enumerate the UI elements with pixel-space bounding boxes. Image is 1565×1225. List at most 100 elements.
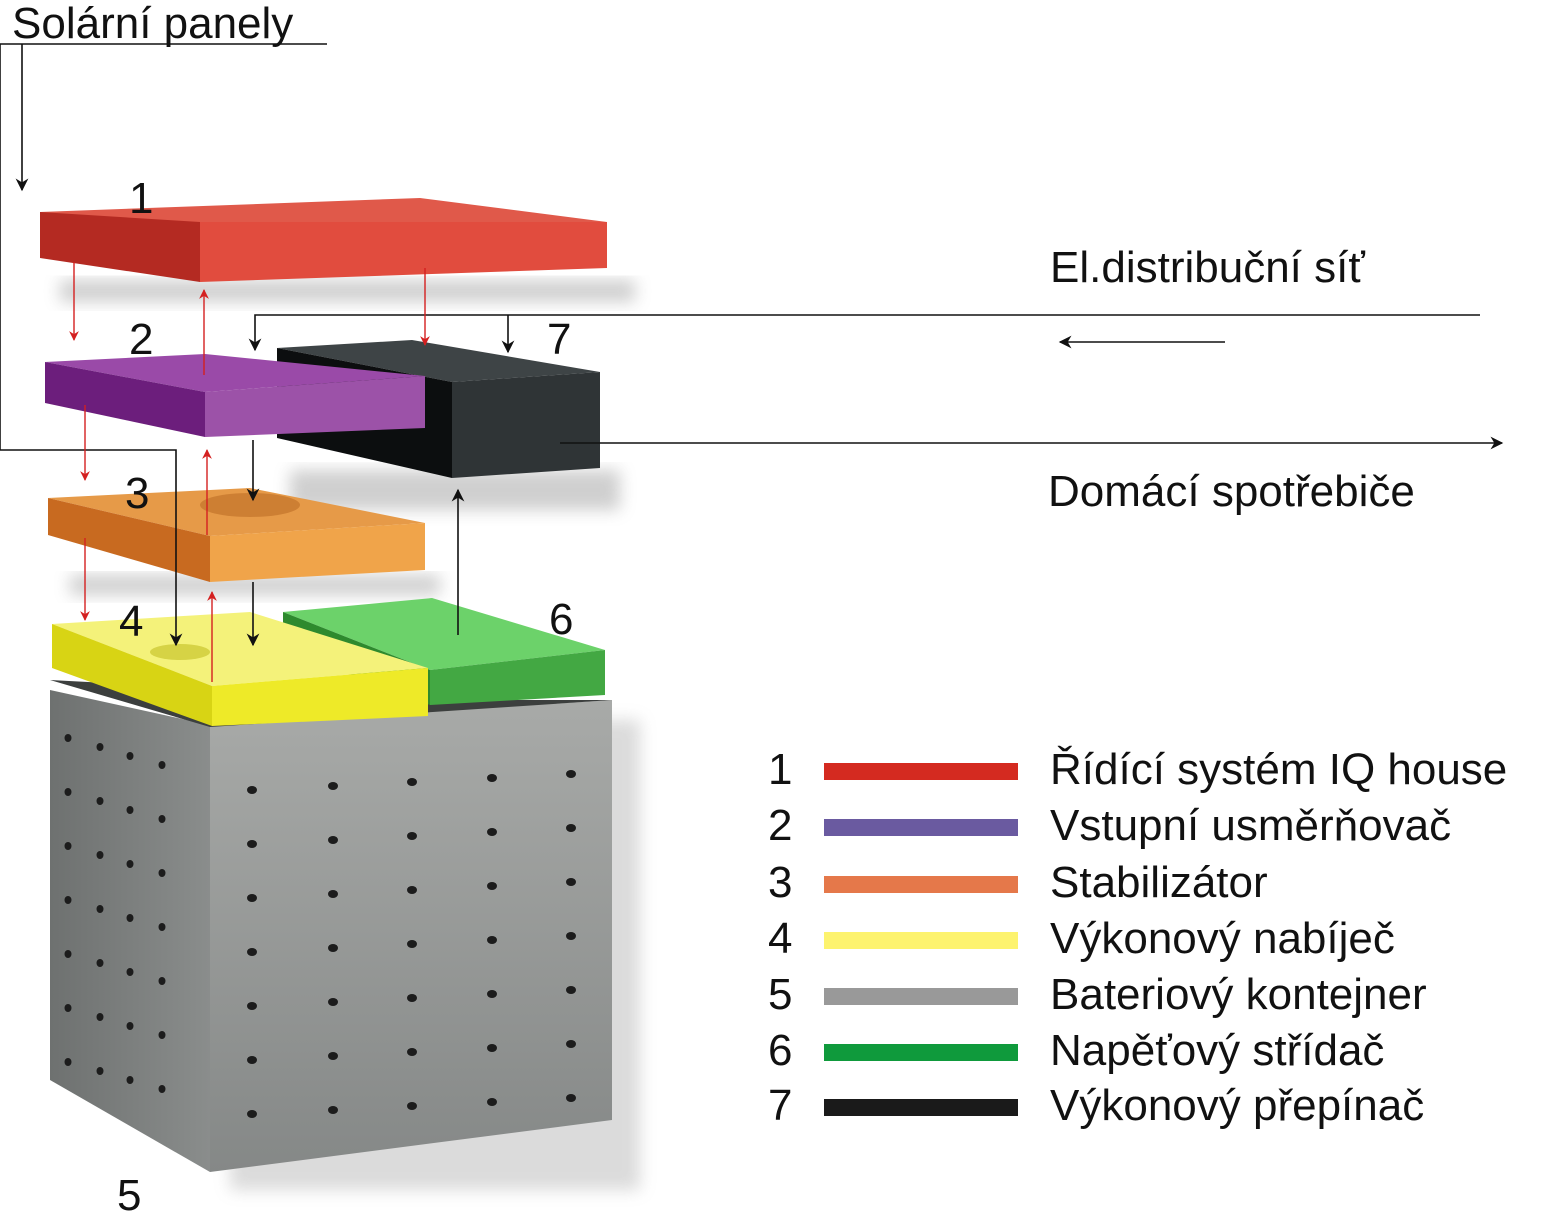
vent-hole [247, 786, 257, 794]
vent-hole [487, 774, 497, 782]
vent-hole [487, 936, 497, 944]
legend-item: 3 Stabilizátor [768, 861, 1565, 917]
vent-hole [407, 778, 417, 786]
vent-hole [96, 1013, 104, 1021]
grid-lines [169, 314, 1504, 647]
vent-hole [126, 914, 134, 922]
vent-hole [247, 948, 257, 956]
control-system-block [40, 198, 607, 282]
vent-hole [407, 994, 417, 1002]
legend-item: 7 Výkonový přepínač [768, 1084, 1565, 1140]
vent-hole [158, 761, 166, 769]
vent-hole [126, 806, 134, 814]
vent-hole [158, 815, 166, 823]
vent-hole [247, 1110, 257, 1118]
vent-hole [64, 896, 72, 904]
legend-number: 5 [768, 970, 793, 1019]
battery-vent-holes [64, 734, 576, 1118]
vent-hole [487, 882, 497, 890]
vent-hole [247, 1002, 257, 1010]
vent-hole [487, 1044, 497, 1052]
vent-hole [96, 797, 104, 805]
vent-hole [566, 986, 576, 994]
legend-swatch [824, 932, 1018, 949]
vent-hole [407, 940, 417, 948]
block-number-4: 4 [119, 597, 144, 646]
vent-hole [126, 1076, 134, 1084]
vent-hole [64, 788, 72, 796]
solar-input-lines [0, 43, 327, 510]
vent-hole [96, 905, 104, 913]
legend-item: 4 Výkonový nabíječ [768, 917, 1565, 973]
block-number-7: 7 [547, 315, 572, 364]
legend-number: 7 [768, 1081, 793, 1130]
vent-hole [566, 932, 576, 940]
vent-hole [126, 968, 134, 976]
legend-label: Výkonový nabíječ [1050, 914, 1395, 963]
vent-hole [126, 1022, 134, 1030]
grid-label: El.distribuční síť [1050, 243, 1365, 292]
legend-item: 6 Napěťový střídač [768, 1029, 1565, 1085]
legend-swatch [824, 1044, 1018, 1061]
vent-hole [566, 1094, 576, 1102]
control-arrows [69, 262, 430, 682]
vent-hole [158, 977, 166, 985]
legend-label: Stabilizátor [1050, 858, 1268, 907]
vent-hole [328, 998, 338, 1006]
vent-hole [566, 878, 576, 886]
legend-item: 1 Řídící systém IQ house [768, 748, 1565, 804]
legend-item: 5 Bateriový kontejner [768, 973, 1565, 1029]
rectifier-block [45, 354, 425, 437]
vent-hole [328, 782, 338, 790]
vent-hole [158, 923, 166, 931]
vent-hole [158, 869, 166, 877]
vent-hole [158, 1031, 166, 1039]
vent-hole [328, 944, 338, 952]
legend-item: 2 Vstupní usměrňovač [768, 804, 1565, 860]
legend-label: Vstupní usměrňovač [1050, 801, 1452, 850]
block-number-5: 5 [117, 1171, 142, 1220]
vent-hole [328, 836, 338, 844]
vent-hole [126, 860, 134, 868]
appliances-label: Domácí spotřebiče [1048, 467, 1415, 516]
vent-hole [96, 959, 104, 967]
vent-hole [96, 743, 104, 751]
legend-swatch [824, 763, 1018, 780]
vent-hole [64, 950, 72, 958]
vent-hole [64, 1004, 72, 1012]
legend-swatch [824, 819, 1018, 836]
vent-hole [64, 1058, 72, 1066]
vent-hole [328, 1106, 338, 1114]
legend-swatch [824, 988, 1018, 1005]
vent-hole [566, 824, 576, 832]
legend-number: 4 [768, 914, 793, 963]
vent-hole [407, 1102, 417, 1110]
legend-label: Napěťový střídač [1050, 1026, 1385, 1075]
charger-block [52, 612, 428, 726]
legend-swatch [824, 1099, 1018, 1116]
legend-number: 6 [768, 1026, 793, 1075]
vent-hole [566, 770, 576, 778]
vent-hole [158, 1085, 166, 1093]
legend-label: Výkonový přepínač [1050, 1081, 1425, 1130]
vent-hole [64, 842, 72, 850]
block-number-1: 1 [129, 174, 154, 223]
vent-hole [126, 752, 134, 760]
vent-hole [407, 832, 417, 840]
vent-hole [64, 734, 72, 742]
battery-container-block [50, 680, 612, 1172]
block-number-6: 6 [549, 595, 574, 644]
stabilizer-block [48, 488, 425, 582]
vent-hole [247, 894, 257, 902]
block-number-2: 2 [129, 315, 154, 364]
vent-hole [407, 1048, 417, 1056]
vent-hole [566, 1040, 576, 1048]
vent-hole [96, 1067, 104, 1075]
vent-hole [247, 840, 257, 848]
legend-label: Řídící systém IQ house [1050, 745, 1508, 794]
vent-hole [487, 990, 497, 998]
vent-hole [407, 886, 417, 894]
vent-hole [328, 890, 338, 898]
vent-hole [96, 851, 104, 859]
